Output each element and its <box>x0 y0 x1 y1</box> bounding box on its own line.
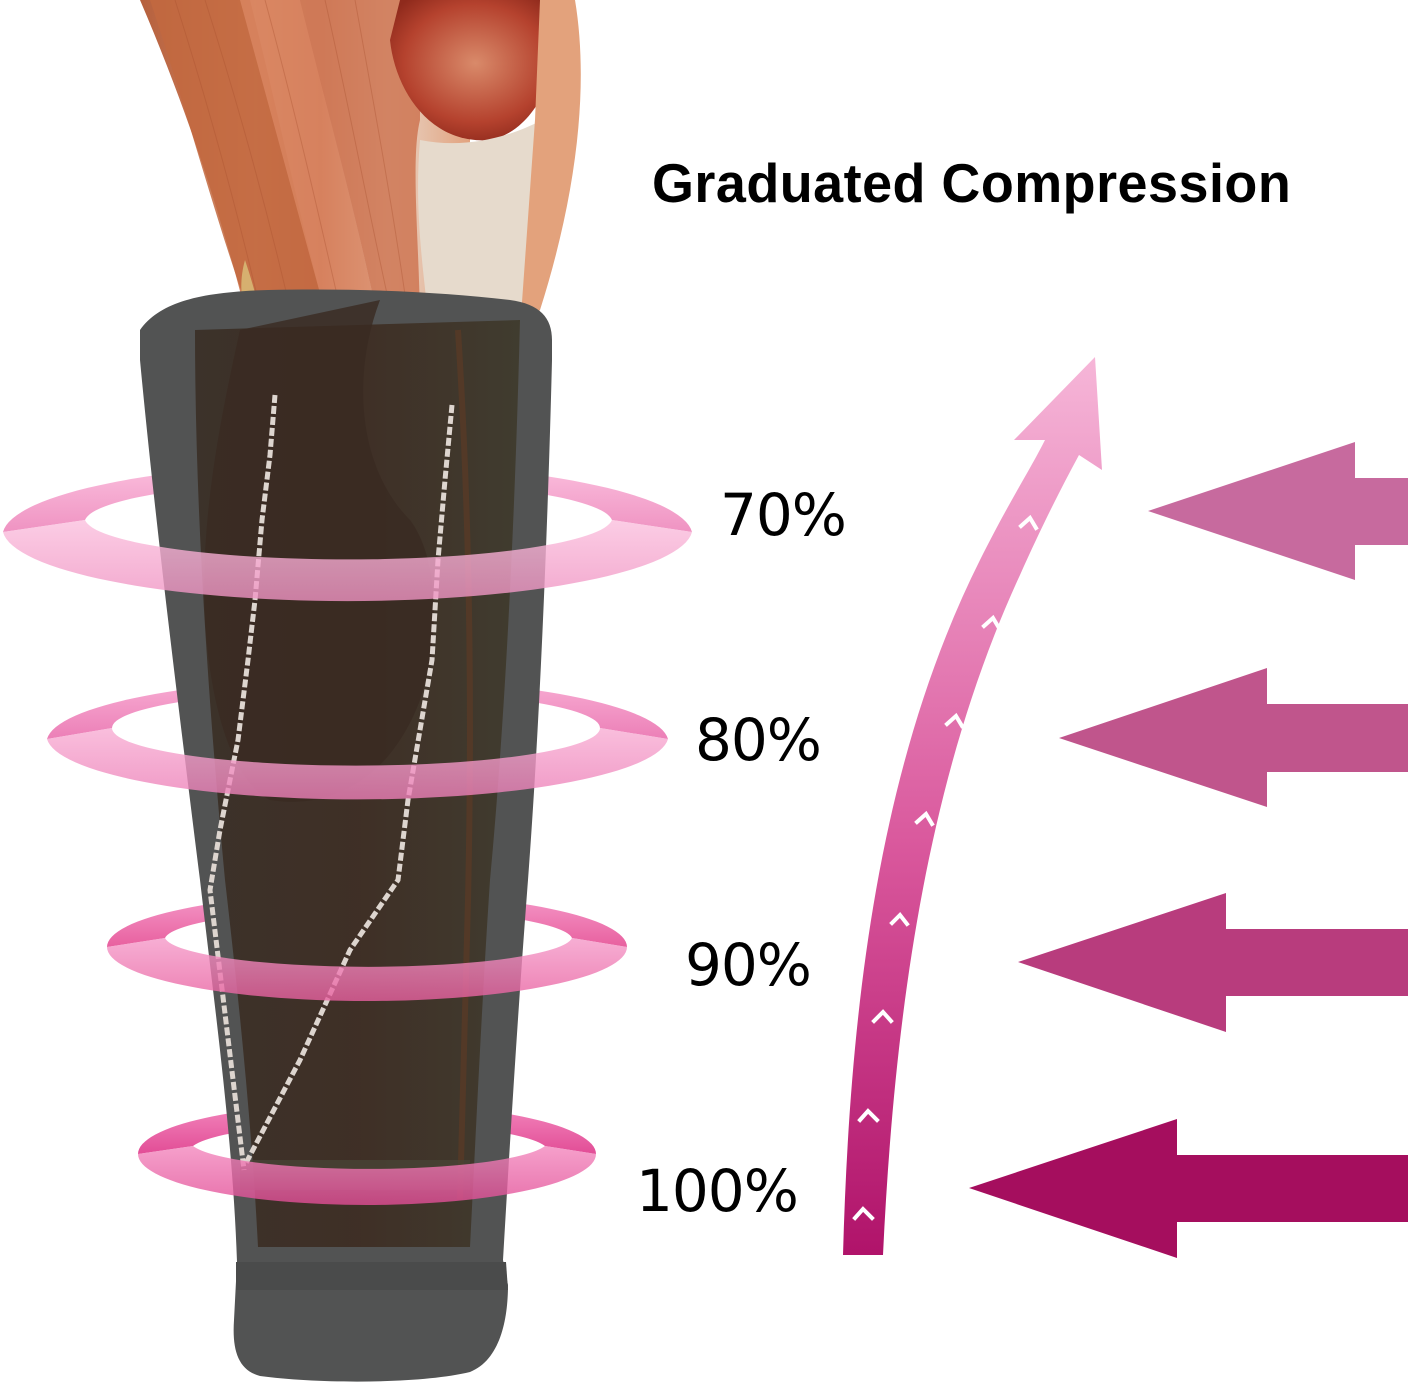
ring-70-icon <box>3 520 692 602</box>
pressure-arrows <box>969 442 1408 1258</box>
level-label-80: 80% <box>695 706 822 774</box>
chevron-up-icons <box>852 514 1039 1221</box>
compression-sleeve-icon <box>140 289 552 1382</box>
pressure-arrow-70-icon <box>1148 442 1408 580</box>
ring-90-icon <box>107 938 627 1001</box>
pressure-arrow-80-icon <box>1059 668 1408 807</box>
pressure-arrow-100-icon <box>969 1119 1408 1258</box>
level-label-90: 90% <box>685 931 812 999</box>
rising-curved-arrow-icon <box>843 357 1102 1255</box>
level-label-100: 100% <box>636 1157 799 1225</box>
compression-rings <box>3 520 692 1205</box>
ring-100-icon <box>138 1146 596 1205</box>
page-title: Graduated Compression <box>652 152 1292 214</box>
ring-80-icon <box>47 728 668 800</box>
leg-anatomy-icon <box>140 0 581 331</box>
pressure-arrow-90-icon <box>1018 893 1408 1032</box>
level-label-70: 70% <box>720 481 847 549</box>
